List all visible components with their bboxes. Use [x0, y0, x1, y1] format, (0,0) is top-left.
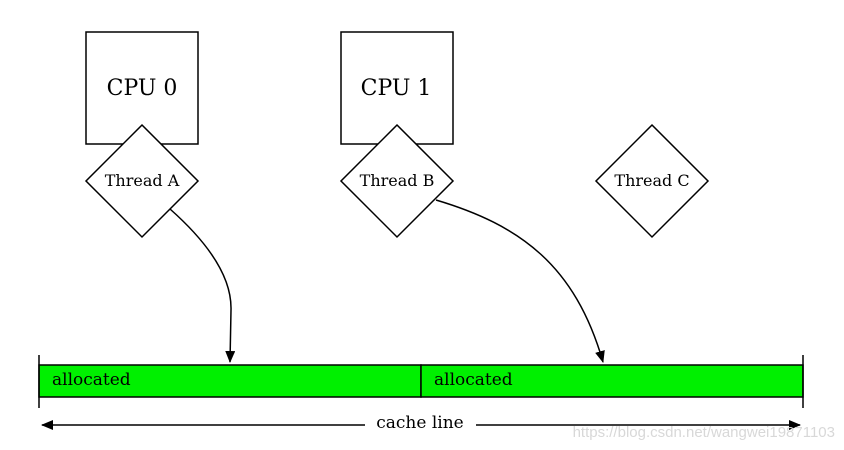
cache-cell-2-label: allocated	[434, 370, 513, 390]
thread-b-label: Thread B	[360, 171, 435, 190]
cache-line-label: cache line	[376, 413, 463, 433]
thread-a-label: Thread A	[105, 171, 180, 190]
thread-c-node: Thread C	[594, 123, 710, 239]
cache-cell-1-label: allocated	[52, 370, 131, 390]
thread-a-arrow	[169, 208, 236, 363]
cpu-1-label: CPU 1	[361, 76, 432, 101]
cache-cell-2	[420, 364, 804, 398]
thread-b-node: Thread B	[339, 123, 455, 239]
watermark: https://blog.csdn.net/wangwei19871103	[573, 424, 835, 441]
thread-c-label: Thread C	[614, 171, 689, 190]
cache-cell-1	[38, 364, 422, 398]
cache-line: allocated allocated	[38, 355, 804, 408]
cache-line-span: cache line	[41, 413, 801, 433]
cpu-1-box: CPU 1	[340, 31, 454, 145]
thread-b-arrow	[435, 199, 605, 363]
cpu-0-label: CPU 0	[107, 76, 178, 101]
